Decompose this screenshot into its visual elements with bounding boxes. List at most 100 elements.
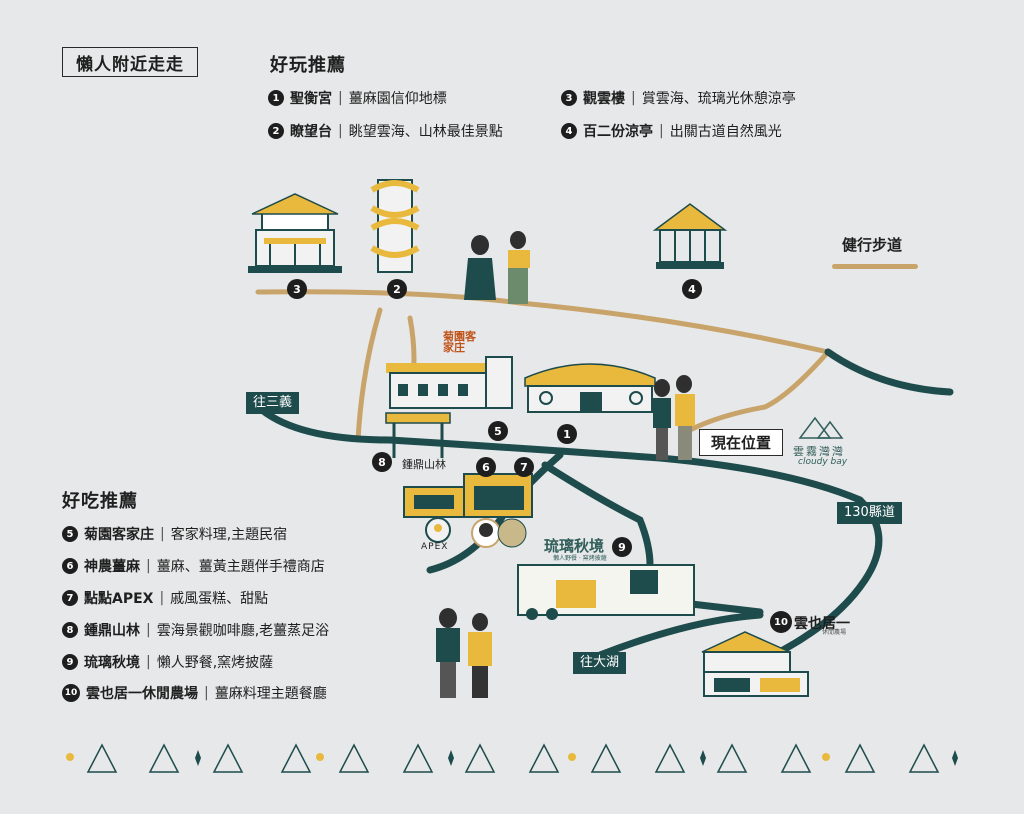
- jiuyuan-sign: 菊園客家庄: [443, 330, 476, 354]
- shennong-logo-icon: [471, 518, 527, 548]
- road-east: [824, 348, 954, 396]
- number-badge: 4: [561, 123, 577, 139]
- road-county-130: [258, 406, 883, 684]
- map-marker-8[interactable]: 8: [372, 452, 392, 472]
- liuli-picnic-icon: [517, 564, 695, 620]
- cloudy-bay-logo-icon: [798, 416, 844, 439]
- page-title: 懶人附近走走: [62, 47, 198, 77]
- gazebo-icon: [652, 203, 728, 269]
- item-name: 百二份涼亭: [583, 124, 653, 140]
- road-paths: [258, 348, 954, 684]
- item-name: 菊園客家庄: [84, 527, 154, 543]
- map-marker-6[interactable]: 6: [476, 457, 496, 477]
- footer-decoration: [86, 743, 940, 773]
- item-desc: 客家料理,主題民宿: [170, 527, 288, 543]
- separator: |: [659, 123, 664, 139]
- play-item-2[interactable]: 2 瞭望台 | 眺望雲海、山林最佳景點: [268, 121, 503, 141]
- item-name: 點點APEX: [84, 591, 154, 607]
- yunye-farm-icon: [701, 631, 809, 697]
- food-item-7[interactable]: 7 點點APEX | 戚風蛋糕、甜點: [62, 588, 268, 608]
- separator: |: [159, 590, 165, 606]
- map-marker-10[interactable]: 10: [770, 611, 792, 633]
- road-label-county-130: 130縣道: [837, 502, 902, 524]
- shops-icon: [403, 473, 533, 518]
- separator: |: [338, 90, 343, 106]
- brand-name: 雲霧灣灣: [793, 445, 845, 458]
- couple-icon: [653, 375, 695, 460]
- food-item-9[interactable]: 9 琉璃秋境 | 懶人野餐,窯烤披薩: [62, 652, 273, 672]
- item-desc: 戚風蛋糕、甜點: [170, 591, 269, 607]
- number-badge: 2: [268, 123, 284, 139]
- number-badge: 5: [62, 526, 78, 542]
- item-desc: 賞雲海、琉璃光休憩涼亭: [641, 91, 796, 107]
- number-badge: 6: [62, 558, 78, 574]
- item-desc: 雲海景觀咖啡廳,老薑蒸足浴: [156, 623, 330, 639]
- pointing-couple-icon: [436, 608, 492, 698]
- shenghen-temple-icon: [524, 363, 656, 413]
- food-item-6[interactable]: 6 神農薑麻 | 薑麻、薑黃主題伴手禮商店: [62, 556, 325, 576]
- trail-main: [255, 289, 833, 433]
- number-badge: 9: [62, 654, 78, 670]
- number-badge: 1: [268, 90, 284, 106]
- legend-trail-line: [832, 264, 918, 269]
- footer-sparkles: [195, 750, 958, 766]
- trail-paths: [255, 289, 833, 443]
- map-marker-5[interactable]: 5: [488, 421, 508, 441]
- number-badge: 10: [62, 684, 80, 702]
- food-item-10[interactable]: 10 雲也居一休閒農場 | 薑麻料理主題餐廳: [62, 683, 327, 703]
- liuli-sign: 琉璃秋境: [544, 537, 605, 555]
- food-heading: 好吃推薦: [62, 491, 138, 512]
- separator: |: [146, 558, 151, 574]
- food-item-5[interactable]: 5 菊園客家庄 | 客家料理,主題民宿: [62, 524, 287, 544]
- food-item-8[interactable]: 8 鍾鼎山林 | 雲海景觀咖啡廳,老薑蒸足浴: [62, 620, 329, 640]
- road-sw-1: [426, 451, 564, 574]
- jiuyuan-hakka-house-icon: [386, 356, 513, 409]
- play-item-4[interactable]: 4 百二份涼亭 | 出關古道自然風光: [561, 121, 782, 141]
- map-marker-4[interactable]: 4: [682, 279, 702, 299]
- watchtower-icon: [370, 179, 420, 273]
- item-name: 鍾鼎山林: [84, 623, 140, 639]
- hikers-icon: [464, 231, 530, 304]
- item-name: 琉璃秋境: [84, 655, 140, 671]
- number-badge: 8: [62, 622, 78, 638]
- play-item-3[interactable]: 3 觀雲樓 | 賞雲海、琉璃光休憩涼亭: [561, 88, 796, 108]
- footer-suns: [66, 753, 830, 761]
- item-name: 神農薑麻: [84, 559, 140, 575]
- road-label-sanyi: 往三義: [246, 392, 300, 414]
- separator: |: [631, 90, 636, 106]
- number-badge: 7: [62, 590, 78, 606]
- item-desc: 眺望雲海、山林最佳景點: [348, 124, 503, 140]
- apex-logo-icon: [425, 517, 451, 543]
- road-sw-2: [541, 461, 654, 569]
- yunye-sign: 雲也居一: [794, 616, 850, 632]
- current-position-label: 現在位置: [699, 429, 783, 456]
- separator: |: [160, 526, 165, 542]
- trail-branch-left: [355, 307, 383, 443]
- legend-trail-label: 健行步道: [842, 236, 903, 254]
- number-badge: 3: [561, 90, 577, 106]
- zhongding-pavilion-icon: [385, 412, 451, 458]
- map-marker-2[interactable]: 2: [387, 279, 407, 299]
- map-marker-9[interactable]: 9: [612, 537, 632, 557]
- liuli-sign-sub: 懶人野餐 · 窯烤披薩: [553, 555, 607, 562]
- item-desc: 出關古道自然風光: [669, 124, 782, 140]
- brand-subtitle: cloudy bay: [798, 457, 848, 467]
- item-name: 聖衡宮: [290, 91, 332, 107]
- play-heading: 好玩推薦: [270, 55, 346, 76]
- guanyun-pavilion-icon: [248, 193, 342, 273]
- map-marker-3[interactable]: 3: [287, 279, 307, 299]
- play-item-1[interactable]: 1 聖衡宮 | 薑麻園信仰地標: [268, 88, 447, 108]
- item-desc: 薑麻、薑黃主題伴手禮商店: [156, 559, 325, 575]
- separator: |: [204, 685, 209, 701]
- map-marker-1[interactable]: 1: [557, 424, 577, 444]
- road-dahu: [596, 611, 764, 659]
- yunye-sign-sub: 休閒農場: [822, 629, 847, 636]
- zhongding-sign: 鍾鼎山林: [402, 458, 446, 471]
- item-name: 觀雲樓: [583, 91, 625, 107]
- separator: |: [338, 123, 343, 139]
- map-marker-7[interactable]: 7: [514, 457, 534, 477]
- item-desc: 薑麻料理主題餐廳: [214, 686, 327, 702]
- item-desc: 懶人野餐,窯烤披薩: [156, 655, 274, 671]
- item-name: 瞭望台: [290, 124, 332, 140]
